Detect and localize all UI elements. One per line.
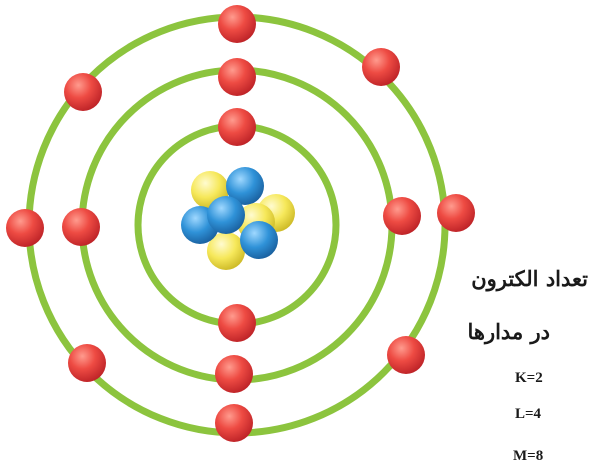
neutron	[226, 167, 264, 205]
electron-m	[6, 209, 44, 247]
electron-k	[218, 304, 256, 342]
electron-m	[68, 344, 106, 382]
electron-m	[64, 73, 102, 111]
electron-l	[218, 58, 256, 96]
nucleus	[181, 167, 295, 270]
electron-l	[215, 355, 253, 393]
shell-k-count: K=2	[515, 370, 543, 386]
caption-title-line2: در مدارها	[467, 319, 550, 344]
electron-k	[218, 108, 256, 146]
shell-l-count: L=4	[515, 406, 542, 422]
electron-m	[362, 48, 400, 86]
electron-m	[215, 404, 253, 442]
neutron	[240, 221, 278, 259]
electrons	[6, 5, 475, 442]
electron-m	[387, 336, 425, 374]
electron-l	[62, 208, 100, 246]
electron-l	[383, 197, 421, 235]
caption-title-line1: تعداد الکترون	[471, 266, 588, 291]
electron-m	[437, 194, 475, 232]
electron-m	[218, 5, 256, 43]
neutron	[207, 196, 245, 234]
proton	[207, 232, 245, 270]
shell-m-count: M=8	[513, 448, 544, 464]
